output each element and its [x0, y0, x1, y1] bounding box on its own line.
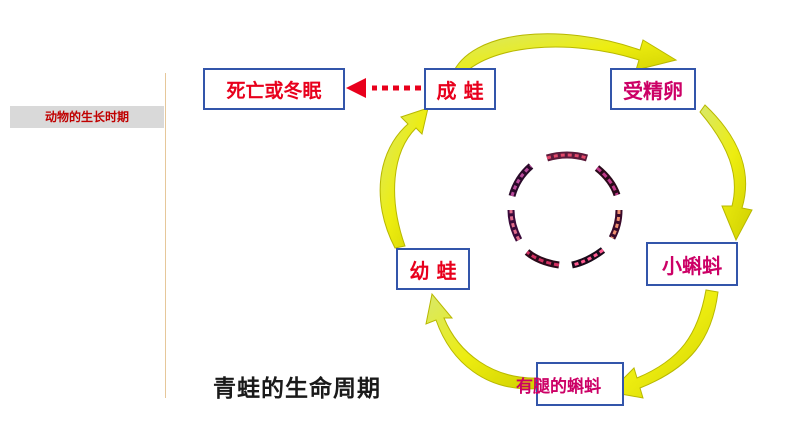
stage-froglet: 幼 蛙 — [396, 248, 470, 290]
tadpole-ring-image — [507, 151, 623, 269]
stage-fertilized-egg: 受精卵 — [610, 68, 696, 110]
arrow-adult-to-egg — [451, 33, 678, 79]
stage-legged-tadpole-label: 有腿的蝌蚪 — [516, 376, 601, 397]
stage-death-or-hibernation: 死亡或冬眠 — [203, 68, 345, 110]
arrow-froglet-to-adult — [379, 107, 429, 249]
divider-line — [165, 73, 166, 398]
stage-tadpole: 小蝌蚪 — [646, 242, 738, 286]
arrow-legged-to-froglet — [425, 292, 546, 390]
sidebar-label: 动物的生长时期 — [10, 106, 164, 128]
stage-legged-tadpole: 有腿的蝌蚪 — [516, 362, 624, 406]
dotted-arrow-head — [346, 78, 366, 98]
diagram-title: 青蛙的生命周期 — [213, 375, 381, 402]
stage-adult-frog: 成 蛙 — [424, 68, 496, 110]
arrow-tadpole-to-legged — [608, 289, 719, 399]
arrow-egg-to-tadpole — [699, 104, 753, 242]
